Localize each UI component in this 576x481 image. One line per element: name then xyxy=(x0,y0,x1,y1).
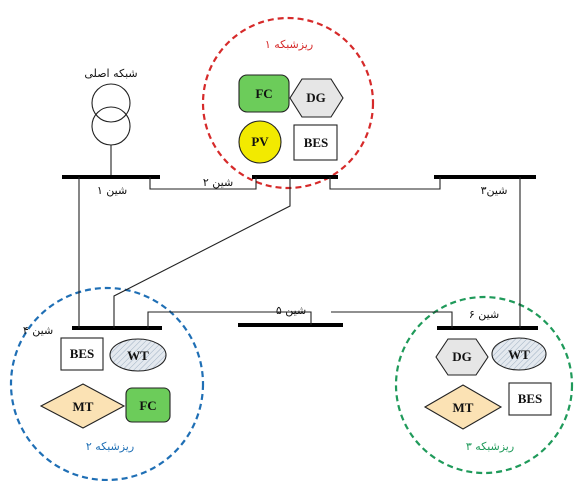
microgrid-3-boundary xyxy=(394,295,574,475)
mg3-mt-label: MT xyxy=(453,400,474,415)
microgrid-2-boundary xyxy=(9,286,205,481)
mg2-wt-unit xyxy=(109,338,167,372)
bus-6-label: شین ۶ xyxy=(469,308,499,321)
mg3-mt-unit xyxy=(423,384,503,430)
microgrid-2-title: ریزشبکه ۲ xyxy=(86,440,134,453)
mg2-fc-unit xyxy=(125,387,171,423)
mg1-bes-label: BES xyxy=(304,135,329,150)
mg1-fc-unit xyxy=(238,74,290,113)
mg1-dg-unit xyxy=(289,78,344,118)
mg1-bes-unit xyxy=(293,124,338,161)
microgrid-3-title: ریزشبکه ۳ xyxy=(466,440,514,453)
mg2-wt-label: WT xyxy=(127,348,149,363)
mg3-bes-label: BES xyxy=(518,391,543,406)
mg2-bes-unit xyxy=(60,337,104,371)
mg3-wt-label: WT xyxy=(508,347,530,362)
line-bus2-bus3 xyxy=(329,177,441,190)
transformer-icon xyxy=(91,83,131,146)
mg3-wt-unit xyxy=(491,337,547,371)
mg2-mt-unit xyxy=(39,383,126,429)
bus-2-label: شین ۲ xyxy=(203,176,233,189)
mg1-dg-label: DG xyxy=(306,90,326,105)
bus-3-label: شین۳ xyxy=(481,184,508,197)
mg2-mt-label: MT xyxy=(73,399,94,414)
mg3-dg-label: DG xyxy=(452,349,472,364)
mg1-fc-label: FC xyxy=(255,86,272,101)
bus-4-label: شین ۴ xyxy=(23,324,53,337)
line-bus4-bus5 xyxy=(147,311,312,328)
line-bus2-bus4 xyxy=(113,177,291,328)
mg1-pv-label: PV xyxy=(251,134,269,149)
main-grid-label: شبکه اصلی xyxy=(84,67,137,80)
mg2-bes-label: BES xyxy=(70,346,95,361)
mg3-bes-unit xyxy=(508,382,552,416)
microgrid-1-title: ریزشبکه ۱ xyxy=(265,38,313,51)
mg1-pv-unit xyxy=(238,120,282,164)
bus-5-label: شین ۵ xyxy=(276,304,306,317)
line-bus1-bus2 xyxy=(149,177,257,190)
bus-1-label: شین ۱ xyxy=(97,184,127,197)
line-bus5-bus6 xyxy=(331,311,453,328)
mg3-dg-unit xyxy=(435,338,489,376)
microgrid-1-boundary xyxy=(201,16,375,190)
mg2-fc-label: FC xyxy=(139,398,156,413)
